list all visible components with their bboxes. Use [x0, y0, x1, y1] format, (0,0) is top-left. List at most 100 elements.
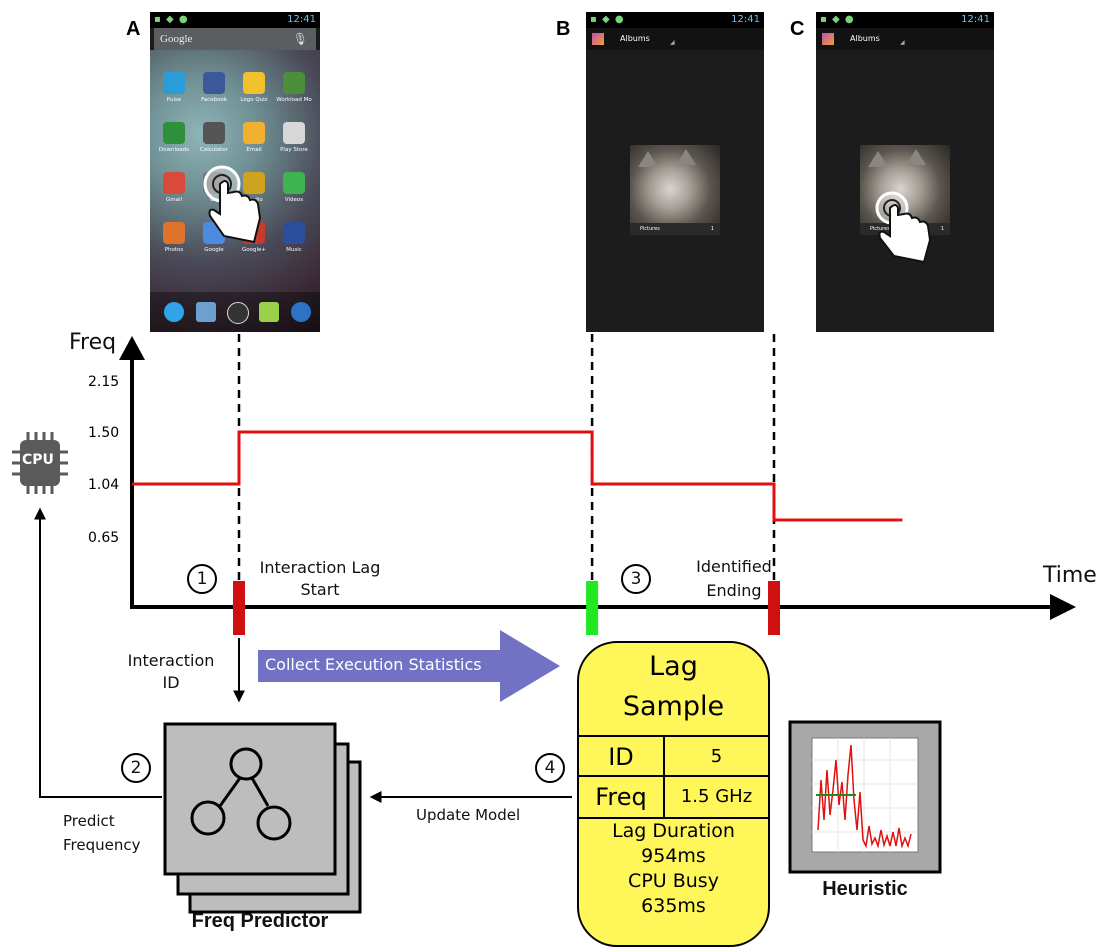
lag-sample-stats: Lag Duration 954ms CPU Busy 635ms [579, 819, 768, 919]
gallery-app-icon [592, 33, 604, 45]
predict-frequency-arrow [34, 507, 162, 798]
screen-c-letter: C [790, 18, 805, 40]
app-photos[interactable]: Photos [154, 222, 194, 253]
album-label: Pictures 1 [630, 223, 720, 235]
phone-screen-a: ▪ ◆ ● 12:41 Google 🎙 Pulse Facebook Logo Q… [150, 12, 320, 332]
app-videos[interactable]: Videos [274, 172, 314, 203]
heuristic-label: Heuristic [822, 878, 908, 900]
screen-b-letter: B [556, 18, 571, 40]
freq-key: Freq [579, 777, 665, 817]
heuristic-trace [817, 744, 912, 849]
y-axis-arrowhead [119, 336, 145, 360]
id-value: 5 [710, 746, 723, 767]
phone-screen-c: ▪ ◆ ● 12:41 Albums ◢ Pictures 1 [816, 12, 994, 332]
x-axis-label: Time [1043, 563, 1097, 588]
calculator-icon [203, 122, 225, 144]
album-thumbnail[interactable] [860, 145, 950, 225]
app-email[interactable]: Email [234, 122, 274, 153]
interaction-start-marker [233, 581, 245, 635]
interaction-lag-start-label: Interaction Lag Start [259, 558, 381, 599]
phone-icon[interactable] [164, 302, 184, 322]
app-label: Google+ [241, 247, 266, 253]
albums-title[interactable]: Albums [850, 34, 880, 43]
app-label: Calculator [200, 147, 228, 153]
cpu-busy-label: CPU Busy [628, 870, 719, 892]
step-4-circle [535, 753, 565, 783]
lag-sample-id-row: ID 5 [579, 735, 768, 777]
app-workload-mo[interactable]: Workload Mo [274, 72, 314, 103]
notification-icons: ▪ ◆ ● [154, 14, 189, 25]
frequency-series-line [132, 430, 903, 522]
workload-icon [283, 72, 305, 94]
phone-screen-b: ▪ ◆ ● 12:41 Albums ◢ Pictures 1 [586, 12, 764, 332]
app-drawer-icon[interactable] [227, 302, 249, 324]
app-pulse[interactable]: Pulse [154, 72, 194, 103]
facebook-icon [203, 72, 225, 94]
freq-value: 1.5 GHz [680, 786, 753, 807]
y-axis-label: Freq [69, 330, 117, 355]
lag-duration-label: Lag Duration [612, 820, 735, 842]
mic-icon[interactable]: 🎙 [292, 32, 308, 46]
app-downloads[interactable]: Downloads [154, 122, 194, 153]
model-tree-icon [190, 747, 292, 841]
next-interaction-marker [768, 581, 780, 635]
freq-predictor-card [163, 722, 337, 876]
lag-duration-value: 954ms [641, 845, 706, 867]
app-facebook[interactable]: Facebook [194, 72, 234, 103]
browser-icon[interactable] [291, 302, 311, 322]
app-label: Google [204, 247, 224, 253]
videos-icon [283, 172, 305, 194]
step-2-circle [121, 753, 151, 783]
app-gmail[interactable]: Gmail [154, 172, 194, 203]
touch-hand-icon [875, 191, 932, 264]
app-label: Email [246, 147, 262, 153]
app-label: Pulse [166, 97, 182, 103]
messaging-icon[interactable] [259, 302, 279, 322]
contacts-icon[interactable] [196, 302, 216, 322]
cpu-chip-icon [12, 432, 68, 494]
dropdown-caret-icon[interactable]: ◢ [670, 39, 675, 46]
lag-sample-title-line2: Sample [622, 691, 725, 722]
albums-title[interactable]: Albums [620, 34, 650, 43]
app-logo-quiz[interactable]: Logo Quiz [234, 72, 274, 103]
event-dashed-lines [237, 334, 776, 590]
app-label: Photos [164, 247, 184, 253]
app-label: Videos [284, 197, 304, 203]
notification-icons: ▪ ◆ ● [590, 14, 625, 25]
interaction-id-label: Interaction ID [127, 651, 215, 692]
step-3-circle [621, 564, 651, 594]
lag-sample-freq-row: Freq 1.5 GHz [579, 775, 768, 819]
lag-sample-title-line1: Lag [649, 651, 698, 682]
update-model-label: Update Model [416, 806, 521, 824]
app-label: Gmail [165, 197, 183, 203]
status-time: 12:41 [287, 14, 316, 25]
identified-ending-label: Identified Ending [696, 557, 772, 600]
app-label: Downloads [158, 147, 190, 153]
identified-ending-marker [586, 581, 599, 635]
app-music[interactable]: Music [274, 222, 314, 253]
touch-hand-icon [203, 165, 262, 244]
collect-statistics-arrow [258, 630, 560, 702]
app-calculator[interactable]: Calculator [194, 122, 234, 153]
freq-predictor-stack [163, 722, 362, 914]
albums-action-bar: Albums ◢ [586, 28, 764, 50]
series-group [132, 430, 903, 522]
y-tick-labels: 2.151.501.040.65 [88, 374, 119, 546]
gallery-app-icon [822, 33, 834, 45]
step-3-number: 3 [630, 569, 642, 589]
x-axis-arrowhead [1050, 594, 1076, 620]
google-search-bar[interactable]: Google 🎙 [154, 28, 316, 50]
heuristic-box [788, 720, 942, 874]
gmail-icon [163, 172, 185, 194]
app-label: Facebook [201, 97, 227, 103]
dropdown-caret-icon[interactable]: ◢ [900, 39, 905, 46]
screen-a-letter: A [126, 18, 141, 40]
app-label: Logo Quiz [240, 97, 268, 103]
status-bar: ▪ ◆ ● 12:41 [816, 12, 994, 28]
album-thumbnail[interactable] [630, 145, 720, 225]
notification-icons: ▪ ◆ ● [820, 14, 855, 25]
pulse-icon [163, 72, 185, 94]
app-play-store[interactable]: Play Store [274, 122, 314, 153]
